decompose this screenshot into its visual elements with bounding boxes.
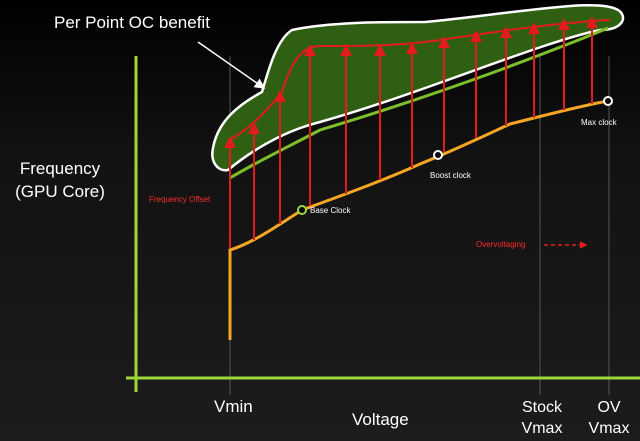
stock-vmax-tick-label: Stock Vmax — [512, 397, 572, 439]
max-clock-label: Max clock — [581, 118, 617, 127]
y-axis-label-line1: Frequency — [19, 159, 101, 178]
ov-label-line2: Vmax — [588, 420, 630, 437]
title-pointer-arrow — [197, 41, 266, 89]
ov-label-line1: OV — [597, 399, 621, 416]
ov-vmax-tick-label: OV Vmax — [584, 397, 634, 439]
x-axis-label: Voltage — [352, 410, 409, 429]
diagram-title: Per Point OC benefit — [54, 13, 210, 32]
oc-benefit-region — [211, 4, 625, 172]
y-axis-label-line2: (GPU Core) — [15, 182, 105, 201]
frequency-offset-arrows — [224, 16, 598, 248]
vmin-tick-label: Vmin — [214, 397, 253, 416]
base-clock-label: Base Clock — [310, 206, 351, 215]
base-vf-curve — [228, 99, 609, 340]
boost-clock-point — [433, 150, 443, 160]
frequency-offset-label: Frequency Offset — [149, 195, 211, 204]
overvoltaging-label: Overvoltaging — [476, 240, 526, 249]
boost-clock-label: Boost clock — [430, 171, 471, 180]
stock-label-line2: Vmax — [521, 420, 563, 437]
y-axis-label: Frequency (GPU Core) — [4, 157, 116, 203]
base-clock-point — [297, 205, 307, 215]
max-clock-point — [603, 96, 613, 106]
stock-label-line1: Stock — [521, 399, 562, 416]
